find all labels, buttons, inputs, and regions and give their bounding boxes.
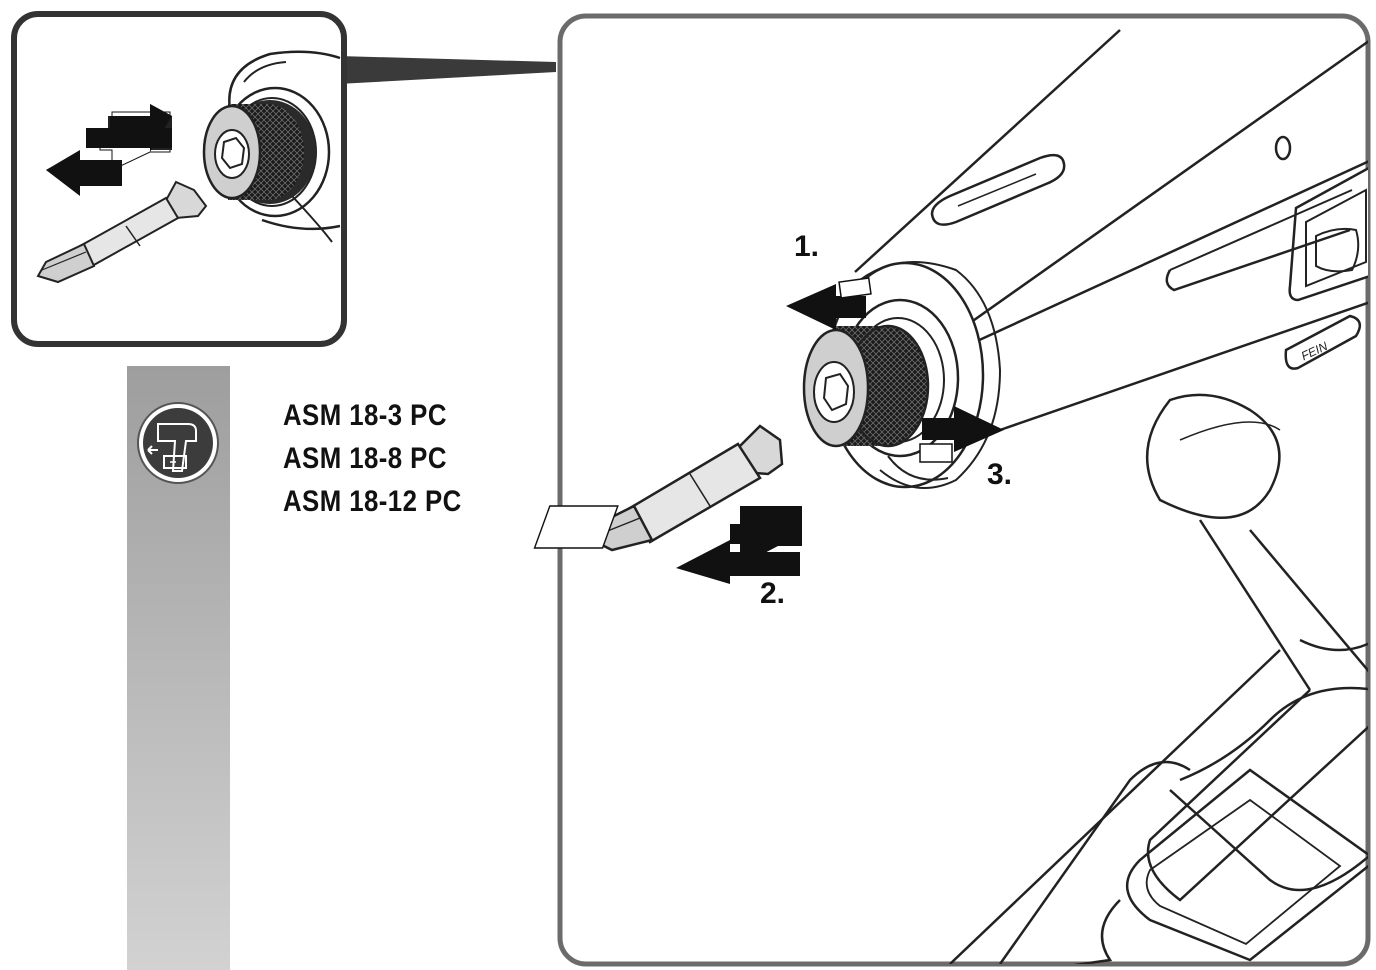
chuck-inset bbox=[202, 100, 316, 204]
model-list: ASM 18-3 PC ASM 18-8 PC ASM 18-12 PC bbox=[283, 394, 491, 523]
step-label-3: 3. bbox=[987, 458, 1013, 491]
screwdriver-bit-inset bbox=[36, 180, 208, 284]
model-name: ASM 18-12 PC bbox=[283, 485, 462, 518]
model-name: ASM 18-3 PC bbox=[283, 399, 447, 432]
arrow-step-2 bbox=[533, 505, 802, 584]
step-label-2: 2. bbox=[760, 577, 786, 610]
step-label-1: 1. bbox=[794, 230, 820, 263]
model-name: ASM 18-8 PC bbox=[283, 442, 447, 475]
chuck-main bbox=[802, 324, 930, 448]
double-arrow-icon bbox=[46, 104, 172, 196]
arrow-step-1 bbox=[786, 277, 872, 330]
arrow-step-3 bbox=[919, 406, 1004, 463]
screwdriver-bit-main bbox=[590, 424, 784, 552]
detail-inset bbox=[11, 11, 556, 347]
cordless-screwdriver-icon bbox=[137, 402, 219, 484]
